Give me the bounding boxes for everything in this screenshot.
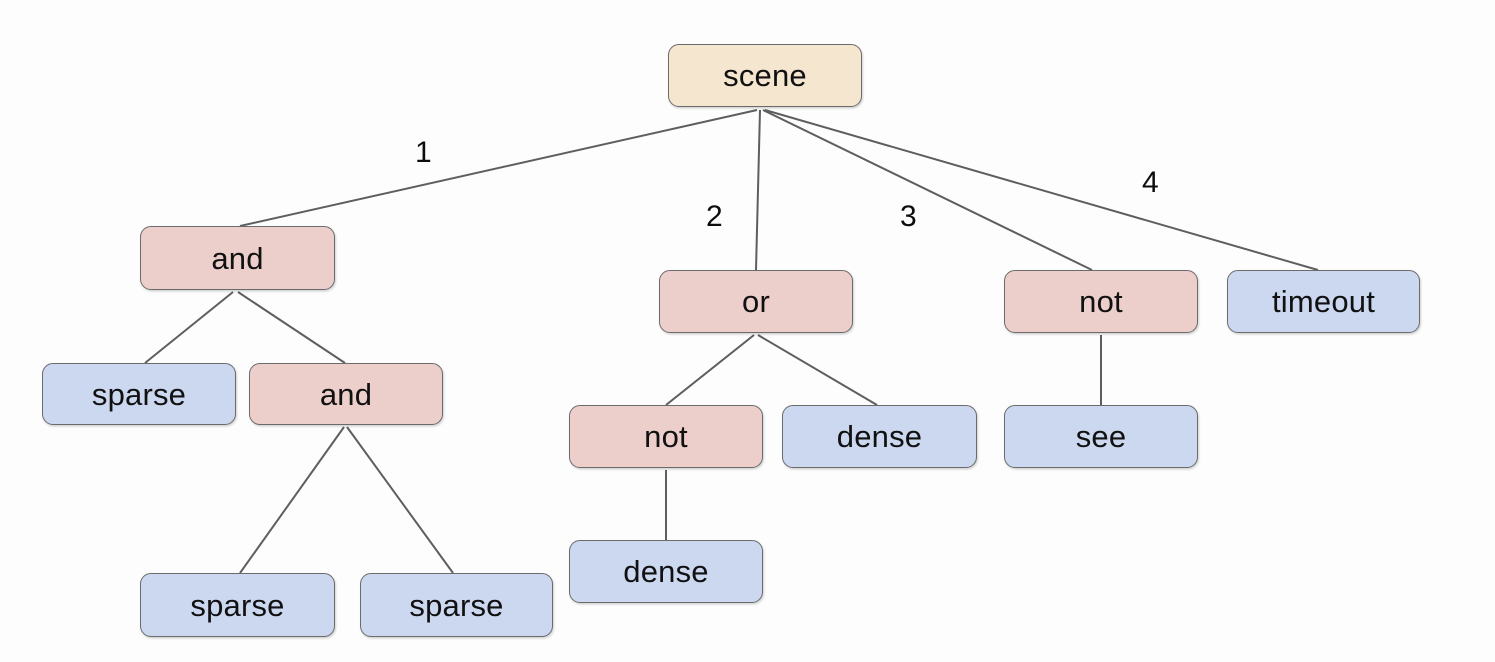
edge-scene-timeout1 xyxy=(764,109,1319,271)
tree-node-see1[interactable]: see xyxy=(1004,405,1198,468)
edge-label-4: 4 xyxy=(1142,166,1159,199)
edge-and2-sparse2 xyxy=(239,426,345,574)
edge-scene-not1 xyxy=(762,109,1093,271)
edge-scene-and1 xyxy=(239,109,758,227)
tree-node-sparse2[interactable]: sparse xyxy=(140,573,335,637)
edge-or1-not2 xyxy=(665,334,755,406)
edge-label-3: 3 xyxy=(900,200,917,233)
tree-node-and1[interactable]: and xyxy=(140,226,335,290)
tree-node-or1[interactable]: or xyxy=(659,270,853,333)
edge-scene-or1 xyxy=(755,109,761,271)
edge-label-2: 2 xyxy=(706,200,723,233)
tree-node-dense2[interactable]: dense xyxy=(569,540,763,603)
edge-label-1: 1 xyxy=(415,136,432,169)
edge-and2-sparse3 xyxy=(346,426,454,574)
tree-node-not2[interactable]: not xyxy=(569,405,763,468)
edge-and1-sparse1 xyxy=(144,291,234,364)
tree-node-and2[interactable]: and xyxy=(249,363,443,425)
tree-node-sparse1[interactable]: sparse xyxy=(42,363,236,425)
tree-node-timeout1[interactable]: timeout xyxy=(1227,270,1420,333)
tree-node-not1[interactable]: not xyxy=(1004,270,1198,333)
tree-node-sparse3[interactable]: sparse xyxy=(360,573,553,637)
tree-node-dense1[interactable]: dense xyxy=(782,405,977,468)
edge-and1-and2 xyxy=(237,291,346,364)
tree-node-scene[interactable]: scene xyxy=(668,44,862,107)
edge-or1-dense1 xyxy=(757,334,878,406)
